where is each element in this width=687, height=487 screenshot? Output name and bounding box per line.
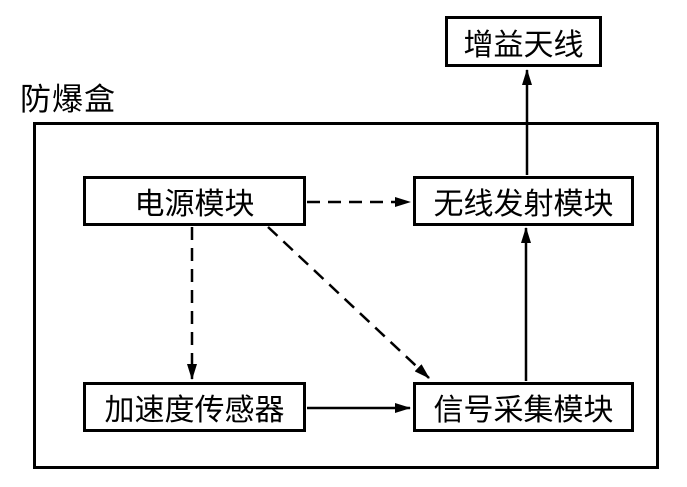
enclosure-box (33, 122, 659, 469)
node-signal-acquisition-module: 信号采集模块 (413, 382, 634, 432)
node-gain-antenna: 增益天线 (445, 16, 602, 67)
node-acceleration-sensor: 加速度传感器 (83, 382, 306, 432)
node-power-module: 电源模块 (83, 176, 306, 226)
enclosure-label: 防爆盒 (20, 82, 116, 117)
node-wireless-transmit-module: 无线发射模块 (413, 176, 634, 226)
arrow-power-to-signal (267, 226, 430, 379)
